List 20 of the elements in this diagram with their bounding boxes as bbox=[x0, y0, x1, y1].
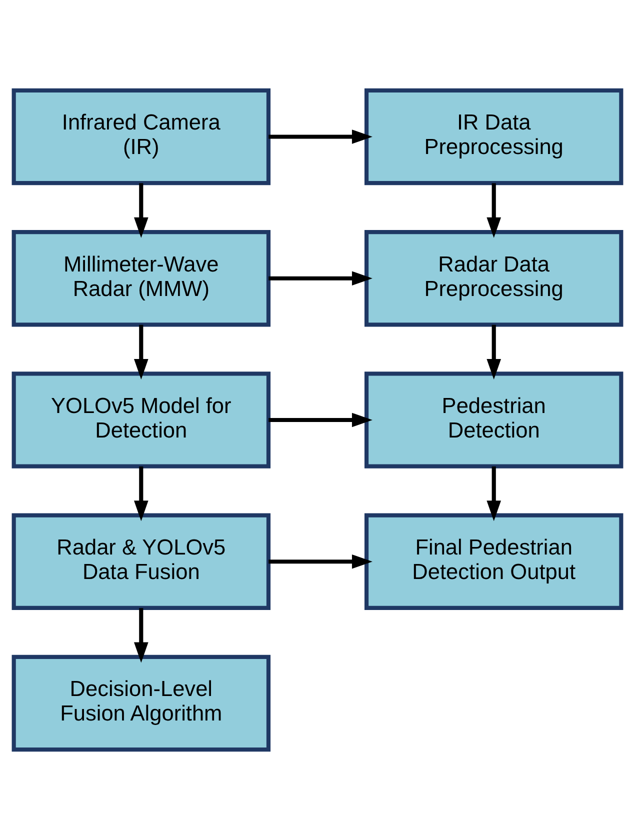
arrow bbox=[268, 270, 372, 286]
arrow bbox=[134, 324, 148, 379]
arrow bbox=[134, 182, 148, 238]
node-box: Pedestrian Detection bbox=[364, 371, 624, 468]
node-box: Millimeter-Wave Radar (MMW) bbox=[12, 230, 271, 326]
node-box: Final Pedestrian Detection Output bbox=[364, 512, 624, 610]
node-box: Radar & YOLOv5 Data Fusion bbox=[12, 512, 271, 610]
node-box: Infrared Camera (IR) bbox=[12, 88, 271, 185]
arrow bbox=[268, 412, 372, 427]
arrow bbox=[486, 182, 502, 238]
node-box: Decision-Level Fusion Algorithm bbox=[12, 654, 271, 752]
arrow bbox=[268, 129, 372, 144]
node-box: Radar Data Preprocessing bbox=[364, 230, 624, 326]
arrow bbox=[268, 554, 372, 568]
node-box: YOLOv5 Model for Detection bbox=[12, 371, 271, 468]
arrow bbox=[134, 608, 148, 662]
arrow bbox=[486, 324, 502, 379]
node-box: IR Data Preprocessing bbox=[364, 88, 624, 185]
arrow bbox=[486, 466, 502, 521]
arrow bbox=[134, 466, 148, 521]
